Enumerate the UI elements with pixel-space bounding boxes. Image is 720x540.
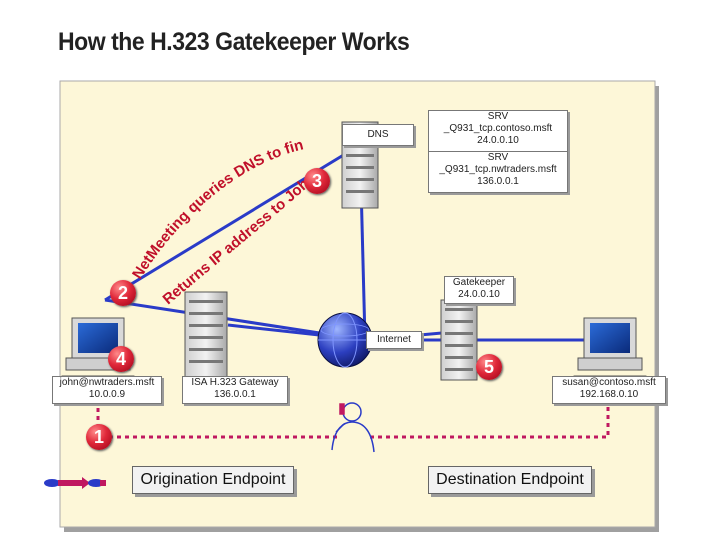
call-path-dashed (96, 392, 610, 439)
right-endpoint-label: susan@contoso.msft 192.168.0.10 (552, 376, 666, 404)
internet-label: Internet (366, 331, 422, 349)
step-3-badge: 3 (304, 168, 330, 194)
gateway-label-line2: 136.0.0.1 (214, 389, 256, 400)
origination-endpoint-caption: Origination Endpoint (132, 466, 294, 494)
left-endpoint-address: john@nwtraders.msft (59, 377, 155, 388)
internet-globe-icon (317, 312, 373, 368)
dns-label: DNS (342, 124, 414, 146)
person-on-phone-icon (331, 402, 375, 453)
gateway-label: ISA H.323 Gateway 136.0.0.1 (182, 376, 288, 404)
destination-endpoint-caption: Destination Endpoint (428, 466, 592, 494)
origination-endpoint-text: Origination Endpoint (140, 471, 286, 488)
gatekeeper-label-line2: 24.0.0.10 (458, 289, 500, 300)
dns-label-text: DNS (367, 129, 389, 140)
srv-record-nwtraders-line2: _Q931_tcp.nwtraders.msft (439, 164, 557, 175)
step-5-badge: 5 (476, 354, 502, 380)
srv-record-contoso: SRV _Q931_tcp.contoso.msft 24.0.0.10 (428, 110, 568, 152)
right-endpoint-ip: 192.168.0.10 (579, 389, 639, 400)
srv-record-contoso-line3: 24.0.0.10 (477, 135, 519, 146)
srv-record-nwtraders-line1: SRV (487, 152, 509, 163)
page-title: How the H.323 Gatekeeper Works (58, 28, 410, 56)
srv-record-contoso-line2: _Q931_tcp.contoso.msft (443, 123, 553, 134)
srv-record-nwtraders-line3: 136.0.0.1 (477, 176, 519, 187)
gateway-label-line1: ISA H.323 Gateway (191, 377, 279, 388)
right-endpoint-address: susan@contoso.msft (562, 377, 656, 388)
gatekeeper-label: Gatekeeper 24.0.0.10 (444, 276, 514, 304)
gatekeeper-server-icon (440, 299, 478, 381)
srv-record-contoso-line1: SRV (487, 111, 509, 122)
srv-record-nwtraders: SRV _Q931_tcp.nwtraders.msft 136.0.0.1 (428, 151, 568, 193)
step-4-badge: 4 (108, 346, 134, 372)
gatekeeper-label-line1: Gatekeeper (452, 277, 506, 288)
left-endpoint-label: john@nwtraders.msft 10.0.0.9 (52, 376, 162, 404)
internet-label-text: Internet (377, 334, 411, 345)
left-endpoint-ip: 10.0.0.9 (88, 389, 126, 400)
legend-arrows-icon (44, 477, 106, 489)
step-1-badge: 1 (86, 424, 112, 450)
destination-endpoint-text: Destination Endpoint (436, 471, 584, 488)
step-2-badge: 2 (110, 280, 136, 306)
isa-gateway-server-icon (184, 291, 228, 379)
